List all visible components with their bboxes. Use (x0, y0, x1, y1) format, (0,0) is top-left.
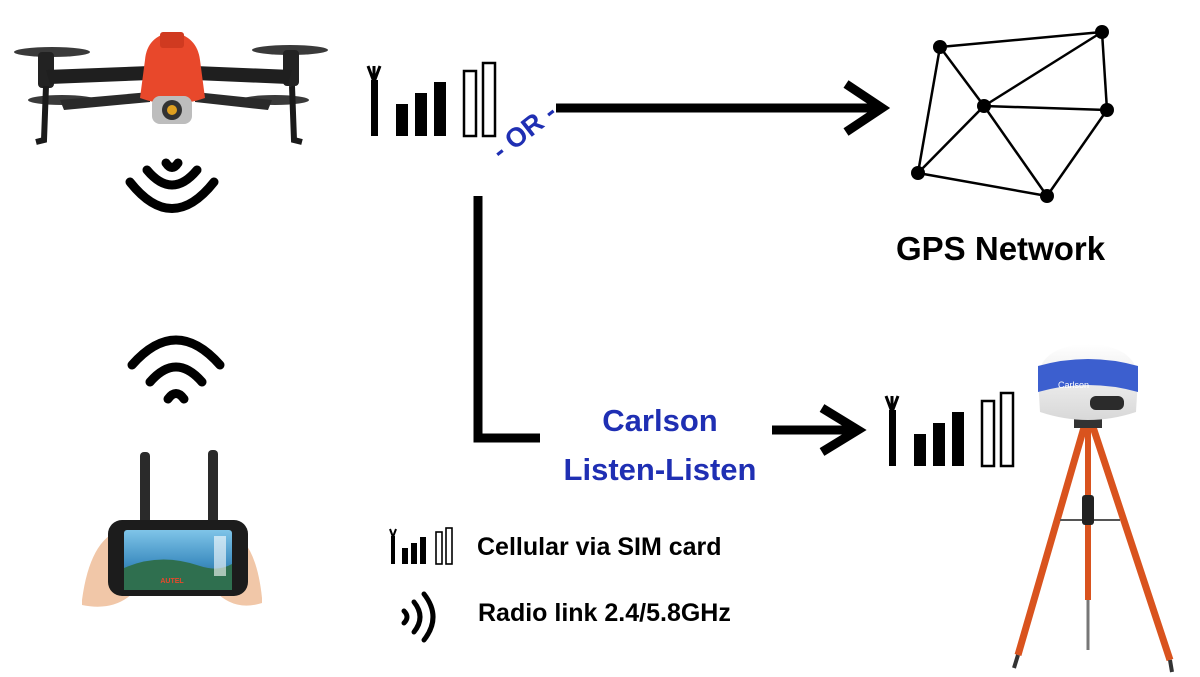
cellular-signal-icon (366, 61, 497, 138)
legend-cellular-icon (389, 527, 453, 565)
gps-network-label: GPS Network (896, 230, 1106, 267)
receiver-brand-text: Carlson (1058, 380, 1089, 390)
carlson-listen-listen-label: Carlson Listen-Listen (545, 396, 775, 494)
connection-lines (473, 80, 891, 456)
legend-radio-text: Radio link 2.4/5.8GHz (478, 599, 731, 627)
legend-radio-icon (401, 591, 436, 643)
controller-brand-text: AUTEL (160, 578, 184, 585)
carlson-label-line2: Listen-Listen (563, 452, 757, 487)
gnss-receiver-on-tripod: Carlson (1012, 344, 1174, 673)
gps-network-graph (911, 25, 1114, 203)
drone (14, 32, 328, 145)
radio-wave-icon (127, 335, 225, 404)
radio-wave-icon (125, 158, 219, 213)
carlson-label-line1: Carlson (602, 403, 718, 438)
legend-cellular-text: Cellular via SIM card (477, 533, 722, 561)
remote-controller: AUTEL (82, 450, 262, 607)
cellular-signal-icon (884, 391, 1015, 468)
